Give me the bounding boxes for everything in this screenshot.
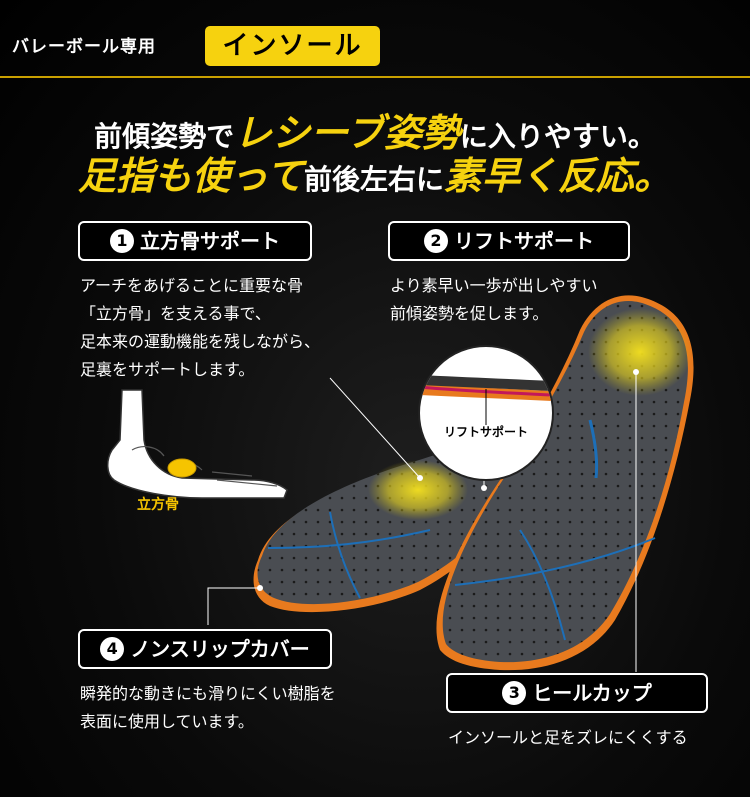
header: バレーボール専用 インソール [0, 0, 750, 78]
headline-text: に入りやすい。 [459, 120, 656, 153]
feature-4-description: 瞬発的な動きにも滑りにくい樹脂を 表面に使用しています。 [80, 680, 336, 736]
description-line: アーチをあげることに重要な骨 [80, 276, 304, 295]
feature-3-description: インソールと足をズレにくくする [448, 724, 688, 752]
feature-number: 1 [110, 229, 134, 253]
description-line: 瞬発的な動きにも滑りにくい樹脂を [80, 684, 336, 703]
description-line: 表面に使用しています。 [80, 712, 254, 731]
feature-title-text: 立方骨サポート [140, 229, 280, 253]
right-insole [436, 295, 694, 671]
foot-bone-illustration [107, 389, 288, 499]
feature-number: 2 [424, 229, 448, 253]
description-line: 「立方骨」を支える事で、 [80, 304, 271, 323]
headline-text: 前後左右に [304, 163, 445, 196]
description-line: 前傾姿勢を促します。 [390, 304, 549, 323]
header-divider [0, 76, 750, 78]
headline-highlight: レシーブ姿勢 [234, 111, 460, 155]
feature-title-text: ノンスリップカバー [130, 637, 310, 661]
description-line: インソールと足をズレにくくする [448, 728, 688, 747]
feature-1-description: アーチをあげることに重要な骨 「立方骨」を支える事で、 足本来の運動機能を残しな… [80, 272, 320, 384]
lift-support-label: リフトサポート [443, 425, 528, 439]
header-subtitle: バレーボール専用 [12, 37, 156, 57]
bone-label: 立方骨 [137, 497, 179, 513]
headline-line-1: 前傾姿勢でレシーブ姿勢に入りやすい。 [0, 102, 750, 157]
lift-support-cross-section [420, 375, 552, 425]
feature-title-text: ヒールカップ [532, 681, 652, 705]
feature-number: 4 [100, 637, 125, 661]
feature-number: 3 [502, 681, 527, 705]
description-line: 足本来の運動機能を残しながら、 [80, 332, 321, 351]
headline-highlight: 素早く反応。 [444, 154, 673, 198]
feature-title-text: リフトサポート [454, 229, 594, 253]
headline-line-2: 足指も使って前後左右に素早く反応。 [0, 145, 750, 200]
headline-text: 前傾姿勢で [94, 120, 235, 153]
feature-2-description: より素早い一歩が出しやすい 前傾姿勢を促します。 [390, 272, 598, 328]
headline-highlight: 足指も使って [77, 154, 305, 198]
lift-support-detail: リフトサポート [418, 345, 554, 481]
header-badge: インソール [205, 26, 380, 66]
description-line: より素早い一歩が出しやすい [390, 276, 598, 295]
description-line: 足裏をサポートします。 [80, 360, 255, 379]
